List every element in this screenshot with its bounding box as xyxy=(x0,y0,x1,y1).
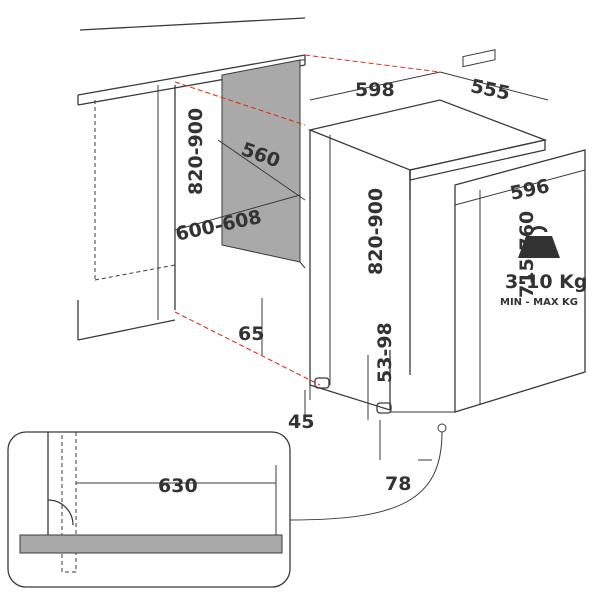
dishwasher-body xyxy=(307,49,548,411)
label-weight-value: 3-10 Kg xyxy=(505,271,588,293)
detail-callout xyxy=(289,423,447,521)
label-plinth-53-98: 53-98 xyxy=(374,322,396,383)
label-door-height: 715-760 xyxy=(516,211,538,298)
label-weight-caption: MIN - MAX KG xyxy=(500,297,578,308)
weight-icon xyxy=(518,226,560,258)
label-foot-45: 45 xyxy=(288,411,314,433)
feet xyxy=(314,377,455,414)
label-appliance-height: 820-900 xyxy=(365,188,387,275)
label-door-gap-78: 78 xyxy=(385,473,411,495)
dimension-arrows xyxy=(157,71,586,461)
detail-box xyxy=(7,431,291,588)
label-top-width: 598 xyxy=(355,79,395,101)
label-door-width: 596 xyxy=(508,175,551,205)
label-plinth-65: 65 xyxy=(238,323,264,345)
door-panel xyxy=(454,149,586,413)
label-detail-630: 630 xyxy=(158,475,198,497)
label-top-depth: 555 xyxy=(469,75,512,105)
left-cabinet xyxy=(77,85,176,341)
label-niche-height: 820-900 xyxy=(185,108,207,195)
guide-lines xyxy=(174,54,441,386)
